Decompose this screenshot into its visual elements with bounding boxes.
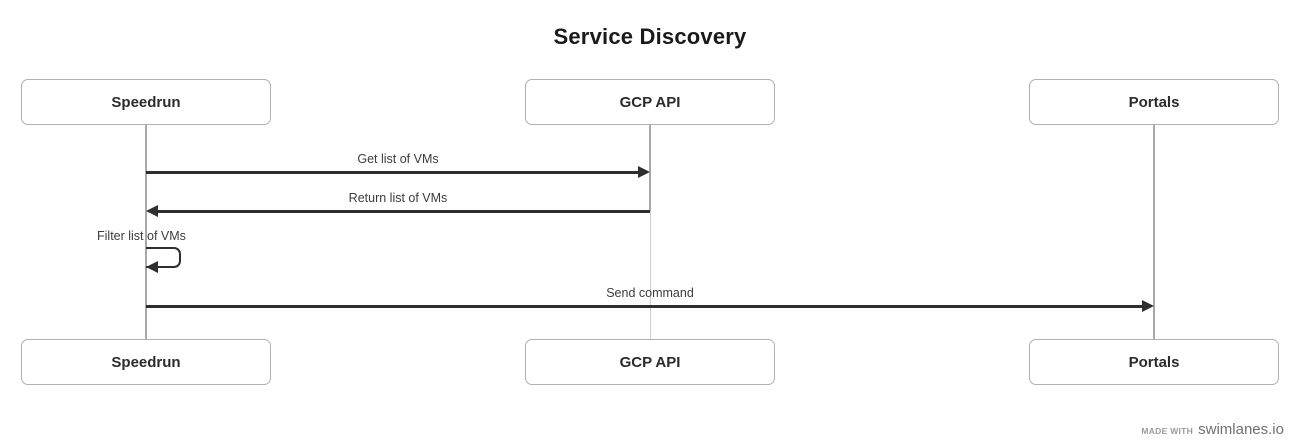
- lifeline-gcp-api-inactive: [649, 211, 651, 340]
- participant-box-gcp-api-top[interactable]: GCP API: [525, 79, 775, 125]
- participant-label: Speedrun: [111, 353, 181, 371]
- participant-box-portals-bottom[interactable]: Portals: [1029, 339, 1279, 385]
- arrowhead-left-icon: [146, 260, 158, 273]
- message-line-send-command: [146, 305, 1144, 308]
- lifeline-gcp-api-active: [649, 125, 651, 211]
- participant-label: Speedrun: [111, 93, 181, 111]
- participant-box-speedrun-bottom[interactable]: Speedrun: [21, 339, 271, 385]
- self-loop-path-filter-list-of-vms: [146, 247, 181, 268]
- message-line-get-list-of-vms: [146, 171, 640, 174]
- participant-label: GCP API: [619, 353, 681, 371]
- message-label-send-command: Send command: [606, 286, 694, 300]
- page-title: Service Discovery: [553, 24, 747, 49]
- arrowhead-right-icon: [1142, 299, 1154, 312]
- participant-box-portals-top[interactable]: Portals: [1029, 79, 1279, 125]
- arrowhead-right-icon: [638, 165, 650, 178]
- arrowhead-left-icon: [146, 204, 158, 217]
- participant-label: Portals: [1128, 93, 1180, 111]
- participant-box-gcp-api-bottom[interactable]: GCP API: [525, 339, 775, 385]
- lifeline-speedrun: [145, 125, 147, 340]
- participant-box-speedrun-top[interactable]: Speedrun: [21, 79, 271, 125]
- footer-watermark[interactable]: MADE WITH swimlanes.io: [1141, 421, 1284, 438]
- participant-label: Portals: [1128, 353, 1180, 371]
- footer-made-with-label: MADE WITH: [1141, 426, 1194, 436]
- participant-label: GCP API: [619, 93, 681, 111]
- message-label-get-list-of-vms: Get list of VMs: [357, 152, 439, 166]
- footer-brand-link[interactable]: swimlanes.io: [1198, 421, 1284, 438]
- lifeline-portals: [1153, 125, 1155, 340]
- message-line-return-list-of-vms: [158, 210, 650, 213]
- message-label-return-list-of-vms: Return list of VMs: [348, 191, 448, 205]
- message-label-filter-list-of-vms: Filter list of VMs: [97, 229, 186, 243]
